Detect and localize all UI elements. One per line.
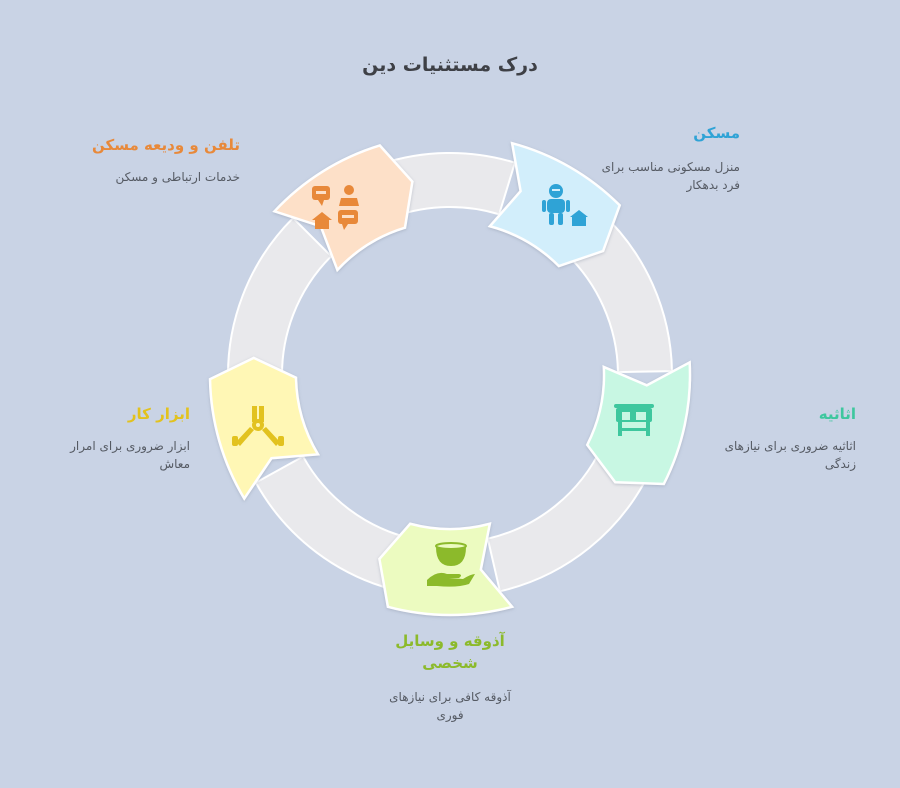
bathtub-icon bbox=[614, 404, 654, 436]
ring-connector bbox=[227, 216, 333, 388]
item-abzar-heading: ابزار کار bbox=[127, 405, 190, 423]
item-asasieh: اثاثیه اثاثیه ضروری برای نیازهای زندگی bbox=[706, 403, 866, 473]
item-asasieh-description: اثاثیه ضروری برای نیازهای زندگی bbox=[724, 439, 856, 471]
item-maskan: مسکن منزل مسکونی مناسب برای فرد بدهکار bbox=[600, 122, 800, 194]
chat-house-icon bbox=[312, 185, 359, 230]
segment-asasieh bbox=[585, 360, 692, 486]
item-asasieh-heading: اثاثیه bbox=[818, 405, 856, 423]
item-telephone-description: خدمات ارتباطی و مسکن bbox=[115, 170, 240, 184]
item-maskan-description: منزل مسکونی مناسب برای فرد بدهکار bbox=[601, 160, 740, 192]
item-azooghe-heading: آذوقه و وسایل شخصی bbox=[395, 632, 505, 672]
item-azooghe-description: آذوقه کافی برای نیازهای فوری bbox=[389, 690, 511, 722]
bowl-hand-icon bbox=[427, 542, 475, 587]
item-telephone-heading: تلفن و ودیعه مسکن bbox=[91, 136, 240, 154]
item-telephone: تلفن و ودیعه مسکن خدمات ارتباطی و مسکن bbox=[60, 134, 240, 186]
item-maskan-heading: مسکن bbox=[693, 124, 740, 142]
ring-connector bbox=[254, 455, 414, 593]
item-abzar-description: ابزار ضروری برای امرار معاش bbox=[70, 439, 190, 471]
segment-abzar bbox=[208, 356, 321, 501]
item-abzar: ابزار کار ابزار ضروری برای امرار معاش bbox=[40, 403, 190, 473]
item-azooghe: آذوقه و وسایل شخصی آذوقه کافی برای نیازه… bbox=[370, 630, 530, 724]
pliers-icon bbox=[232, 406, 284, 446]
segment-telephone bbox=[272, 144, 414, 273]
page-title: درک مستثنیات دین bbox=[362, 54, 538, 76]
person-house-icon bbox=[542, 184, 588, 226]
segment-azooghe bbox=[378, 522, 515, 617]
